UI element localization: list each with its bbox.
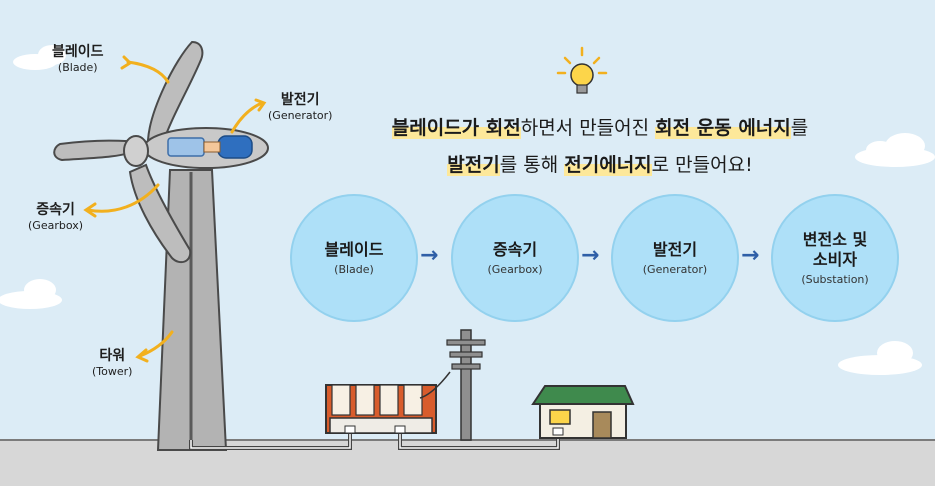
label-generator-en: (Generator) (268, 109, 333, 122)
utility-pole-icon (419, 329, 486, 441)
headline-highlight: 발전기 (447, 154, 500, 176)
label-gearbox-en: (Gearbox) (28, 219, 84, 232)
label-tower: 타워 (Tower) (92, 348, 132, 379)
label-gearbox-ko: 증속기 (36, 202, 75, 218)
cloud-icon (13, 45, 66, 70)
label-gearbox: 증속기 (Gearbox) (28, 202, 83, 233)
flow-step-title: 증속기 (492, 240, 538, 259)
label-generator-ko: 발전기 (280, 92, 320, 108)
flow-step-title: 발전기 (652, 240, 698, 259)
blades (53, 40, 204, 264)
flow-arrow-icon: → (420, 243, 439, 268)
flow-step-substation: 변전소 및 소비자 (Substation) (771, 194, 899, 322)
label-arrows (83, 55, 267, 363)
label-tower-en: (Tower) (92, 365, 133, 378)
cloud-icon (855, 133, 935, 167)
flow-step-blade: 블레이드 (Blade) (290, 194, 418, 322)
hub (123, 135, 149, 167)
lightbulb-icon (556, 46, 608, 94)
label-generator: 발전기 (Generator) (268, 92, 332, 123)
label-tower-ko: 타워 (99, 348, 126, 364)
generator-part (217, 135, 253, 159)
flow-step-sub: (Substation) (801, 273, 869, 286)
headline-highlight: 전기에너지 (564, 154, 652, 176)
headline-text: 로 만들어요! (651, 154, 753, 176)
headline-line-2: 발전기를 통해 전기에너지로 만들어요! (340, 150, 860, 177)
headline-text: 를 (790, 117, 809, 139)
flow-step-title: 변전소 및 소비자 (802, 230, 868, 269)
cloud-icon (838, 341, 922, 375)
flow-step-title: 블레이드 (324, 240, 384, 259)
headline-text: 를 통해 (499, 154, 565, 176)
label-blade-ko: 블레이드 (52, 44, 104, 60)
headline-line-1: 블레이드가 회전하면서 만들어진 회전 운동 에너지를 (340, 113, 860, 140)
label-blade-en: (Blade) (57, 61, 98, 74)
flow-step-gearbox: 증속기 (Gearbox) (451, 194, 579, 322)
flow-arrow-icon: → (581, 243, 600, 268)
substation-building (325, 384, 437, 434)
flow-step-sub: (Blade) (334, 263, 374, 276)
flow-arrow-icon: → (741, 243, 760, 268)
headline-text: 하면서 만들어진 (520, 117, 656, 139)
flow-step-sub: (Generator) (642, 263, 708, 276)
gearbox-part (167, 137, 205, 157)
house-icon (531, 385, 635, 439)
flow-step-generator: 발전기 (Generator) (611, 194, 739, 322)
cloud-icon (0, 279, 62, 309)
label-blade: 블레이드 (Blade) (52, 44, 104, 75)
flow-step-sub: (Gearbox) (487, 263, 543, 276)
headline-highlight: 회전 운동 에너지 (655, 117, 791, 139)
headline-highlight: 블레이드가 회전 (391, 117, 521, 139)
